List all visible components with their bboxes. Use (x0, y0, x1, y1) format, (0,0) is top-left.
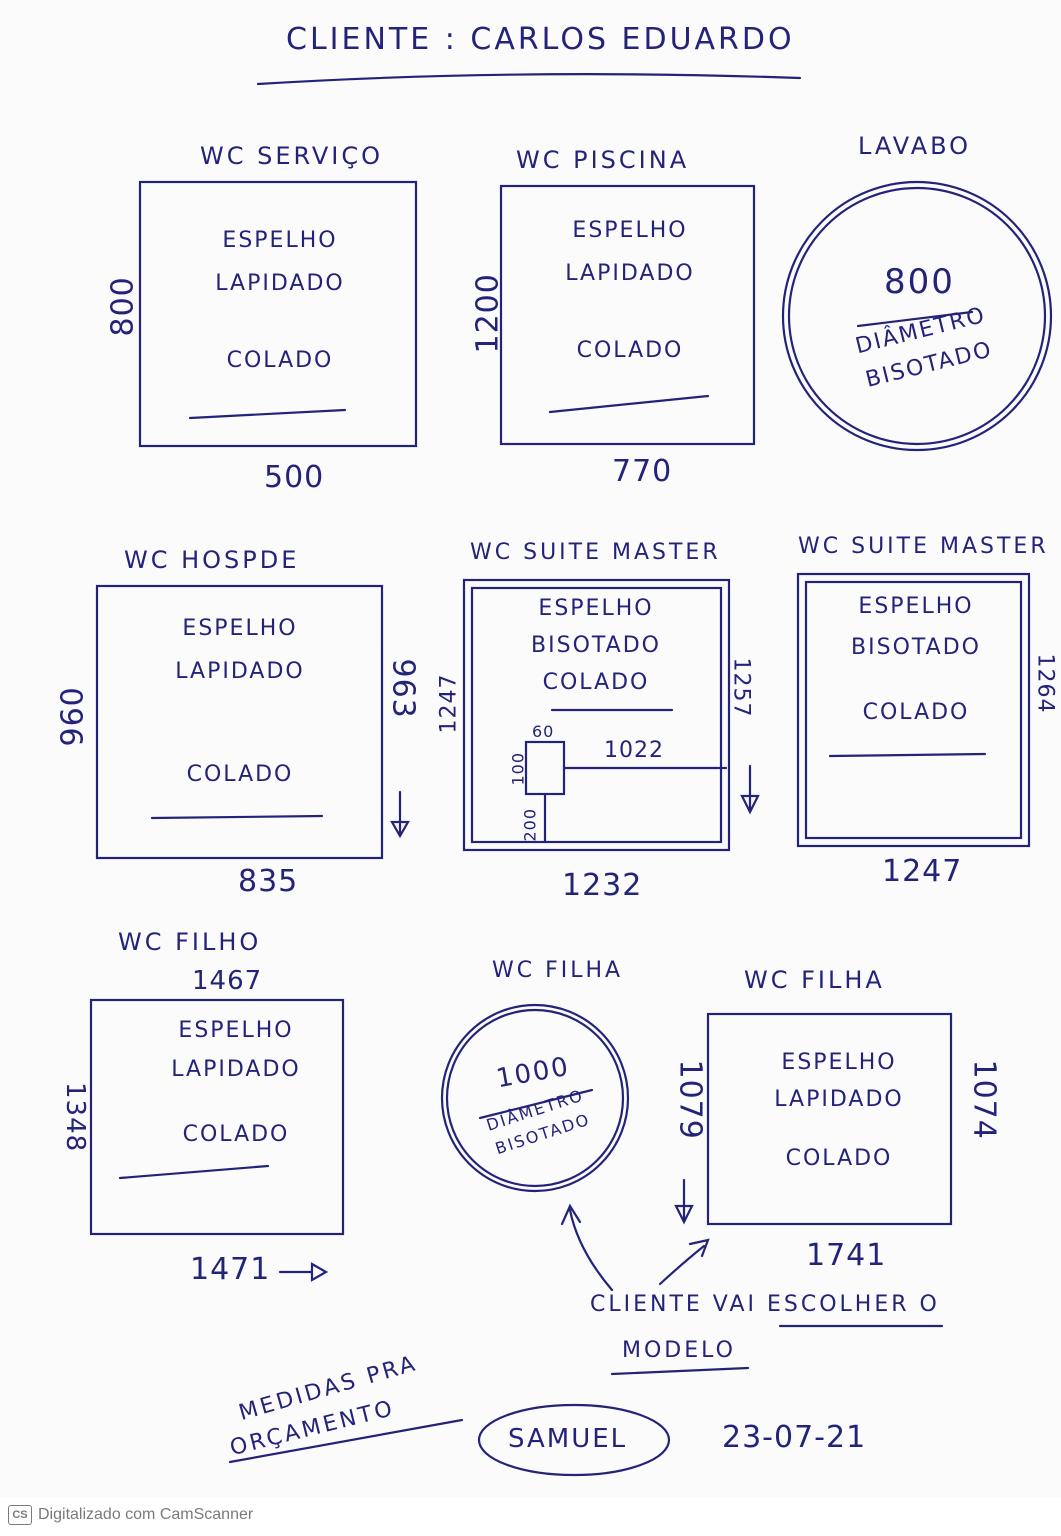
line-lapidado: LAPIDADO (175, 659, 305, 684)
height-right-dimension: 1264 (1032, 653, 1058, 714)
line-colado: COLADO (862, 700, 970, 725)
height-left-dimension: 1247 (436, 673, 462, 734)
line-espelho: ESPELHO (781, 1050, 897, 1075)
client-header: CLIENTE : CARLOS EDUARDO (286, 22, 795, 57)
mirror-wc-servico (138, 180, 418, 448)
height-right-dimension: 1257 (728, 657, 754, 718)
mirror-wc-suite-master-1 (462, 578, 731, 852)
room-label-wc-filho: WC FILHO (118, 928, 262, 956)
mirror-wc-suite-master-2 (796, 572, 1031, 848)
mirror-text-5: ESPELHO BISOTADO COLADO (496, 596, 696, 695)
mirror-text-6: ESPELHO BISOTADO COLADO (836, 594, 996, 725)
line-colado: COLADO (182, 1122, 290, 1147)
mirror-wc-filho (89, 998, 345, 1236)
camscanner-logo-icon: CS (8, 1505, 32, 1525)
mirror-text-9: ESPELHO LAPIDADO COLADO (744, 1050, 934, 1171)
height-left-dimension: 1079 (672, 1059, 708, 1140)
width-dimension: 835 (238, 864, 299, 899)
scanner-footer-text: Digitalizado com CamScanner (38, 1506, 254, 1523)
mirror-wc-hospde (95, 584, 384, 860)
width-dimension: 1741 (806, 1238, 887, 1273)
room-label-wc-piscina: WC PISCINA (516, 146, 690, 174)
line-lapidado: LAPIDADO (565, 261, 695, 286)
width-top-dimension: 1467 (192, 966, 263, 996)
mirror-text-7: ESPELHO LAPIDADO COLADO (136, 1018, 336, 1147)
height-right-dimension: 1074 (966, 1059, 1002, 1140)
mirror-text-4: ESPELHO LAPIDADO COLADO (140, 616, 340, 787)
height-dimension: 1200 (470, 273, 506, 354)
room-label-wc-filha: WC FILHA (744, 966, 885, 994)
client-choice-note: CLIENTE VAI ESCOLHER O (590, 1292, 940, 1317)
mirror-wc-filha (706, 1012, 953, 1226)
detail-offset-right: 1022 (604, 738, 664, 763)
line-espelho: ESPELHO (178, 1018, 294, 1043)
line-espelho: ESPELHO (572, 218, 688, 243)
signature: SAMUEL (508, 1424, 628, 1454)
line-lapidado: LAPIDADO (774, 1087, 904, 1112)
line-bisotado: BISOTADO (531, 633, 661, 658)
line-colado: COLADO (785, 1146, 893, 1171)
mirror-text-2: ESPELHO LAPIDADO COLADO (530, 218, 730, 363)
line-colado: COLADO (576, 338, 684, 363)
signature-oval (477, 1403, 671, 1477)
detail-offset-bottom: 200 (520, 807, 540, 842)
height-left-dimension: 960 (55, 686, 91, 747)
line-bisotado: BISOTADO (851, 635, 981, 660)
room-label-wc-hospde: WC HOSPDE (124, 546, 300, 574)
height-dimension: 800 (105, 276, 141, 337)
width-dimension: 1247 (882, 854, 963, 889)
mirror-wc-filha-round (440, 1003, 630, 1193)
arrow-down-icon-3 (674, 1178, 694, 1225)
line-espelho: ESPELHO (858, 594, 974, 619)
pointer-arrow-left (560, 1203, 614, 1292)
width-bottom-dimension: 1471 (190, 1252, 271, 1287)
width-dimension: 500 (264, 460, 325, 495)
room-label-lavabo: LAVABO (858, 132, 972, 160)
mirror-text-1: ESPELHO LAPIDADO COLADO (180, 228, 380, 373)
mirror-lavabo (781, 180, 1053, 452)
room-label-wc-suite-master-1: WC SUITE MASTER (470, 540, 721, 565)
line-colado: COLADO (186, 762, 294, 787)
line-lapidado: LAPIDADO (215, 271, 345, 296)
sketch-drawing (89, 73, 1053, 1477)
scanner-footer: CS Digitalizado com CamScanner (0, 1498, 1061, 1536)
room-label-wc-suite-master-2: WC SUITE MASTER (798, 534, 1049, 559)
line-lapidado: LAPIDADO (171, 1057, 301, 1082)
height-dimension: 1348 (60, 1082, 90, 1153)
lavabo-diameter: 800 (884, 262, 955, 302)
height-right-dimension: 963 (385, 658, 421, 719)
arrow-down-icon-2 (740, 764, 760, 815)
header-underline (256, 73, 802, 86)
line-espelho: ESPELHO (182, 616, 298, 641)
width-dimension: 1232 (562, 868, 643, 903)
room-label-wc-filha-round: WC FILHA (492, 958, 624, 983)
room-label-wc-servico: WC SERVIÇO (200, 142, 384, 170)
client-choice-note-2: MODELO (622, 1338, 736, 1363)
detail-width: 60 (532, 722, 555, 741)
arrow-down-icon (390, 790, 410, 839)
mirror-wc-piscina (499, 184, 756, 446)
detail-height: 100 (508, 751, 528, 786)
arrow-right-icon (278, 1262, 329, 1282)
detail-cutout (524, 740, 566, 796)
line-espelho: ESPELHO (222, 228, 338, 253)
width-dimension: 770 (612, 454, 673, 489)
line-espelho: ESPELHO (538, 596, 654, 621)
line-colado: COLADO (542, 670, 650, 695)
pointer-arrow-right (658, 1238, 710, 1286)
line-colado: COLADO (226, 348, 334, 373)
date: 23-07-21 (722, 1420, 867, 1455)
